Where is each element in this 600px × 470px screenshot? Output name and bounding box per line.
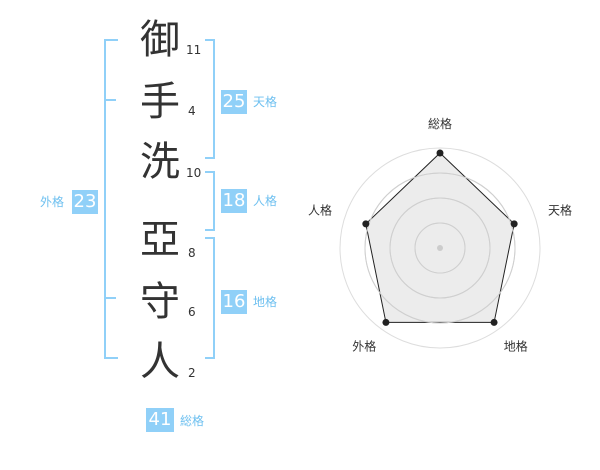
soukaku-score-badge: 41 — [146, 408, 174, 432]
radar-ring-overlay-1 — [414, 222, 466, 274]
tenkaku-bracket — [205, 39, 215, 159]
stroke-count-1: 11 — [186, 43, 202, 57]
jinkaku-score-badge: 18 — [221, 189, 247, 213]
chikaku-bracket — [205, 237, 215, 359]
radar-point-1 — [436, 149, 444, 157]
radar-axis-label-5: 人格 — [308, 202, 332, 217]
name-char-3: 洗 — [140, 139, 180, 185]
gaikaku-bracket — [104, 39, 118, 359]
radar-axis-label-1: 総格 — [428, 116, 452, 131]
name-char-2: 手 — [140, 79, 180, 125]
stroke-count-5: 6 — [188, 305, 196, 319]
stroke-count-3: 10 — [186, 166, 202, 180]
jinkaku-label: 人格 — [253, 194, 278, 208]
radar-axis-label-2: 天格 — [548, 202, 572, 217]
tenkaku-score-badge: 25 — [221, 90, 247, 114]
radar-point-5 — [362, 220, 370, 228]
name-char-1: 御 — [140, 17, 180, 63]
radar-point-2 — [510, 220, 518, 228]
radar-point-3 — [490, 318, 498, 326]
radar-point-4 — [382, 318, 390, 326]
name-char-6: 人 — [140, 339, 180, 385]
gaikaku-label: 外格 — [40, 195, 65, 209]
gaikaku-score-badge: 23 — [72, 190, 98, 214]
radar-ring-overlay-3 — [364, 172, 516, 324]
brackets — [104, 39, 215, 359]
jinkaku-bracket — [205, 171, 215, 231]
radar-ring-overlay-2 — [389, 197, 491, 299]
chikaku-label: 地格 — [253, 295, 278, 309]
tenkaku-label: 天格 — [253, 95, 278, 109]
name-char-5: 守 — [140, 279, 180, 325]
radar-polygon — [365, 152, 515, 323]
radar-axis-label-4: 外格 — [352, 339, 376, 354]
stroke-count-4: 8 — [188, 246, 196, 260]
chikaku-score-badge: 16 — [221, 290, 247, 314]
soukaku-label: 総格 — [180, 414, 205, 428]
stroke-count-2: 4 — [188, 104, 196, 118]
name-char-4: 亞 — [140, 217, 180, 263]
stroke-count-6: 2 — [188, 366, 196, 380]
radar-axis-label-3: 地格 — [504, 339, 528, 354]
radar-center-dot — [437, 245, 443, 251]
